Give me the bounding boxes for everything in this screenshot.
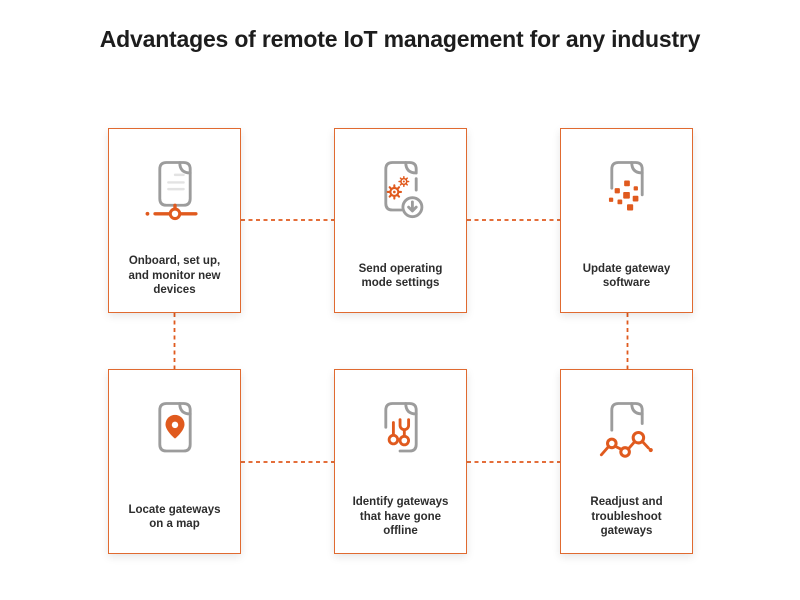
document-map-pin-icon: [137, 394, 213, 470]
card-identify-offline: Identify gateways that have gone offline: [334, 369, 467, 554]
document-gears-download-icon: [363, 153, 439, 229]
card-label: Readjust and troubleshoot gateways: [590, 496, 663, 538]
card-locate: Locate gateways on a map: [108, 369, 241, 554]
card-onboard: Onboard, set up, and monitor new devices: [108, 128, 241, 313]
document-pixels-icon: [589, 153, 665, 229]
document-line-chart-icon: [589, 394, 665, 470]
card-label: Update gateway software: [582, 262, 671, 289]
card-label: Locate gateways on a map: [128, 503, 221, 530]
document-network-node-icon: [137, 153, 213, 229]
card-label: Send operating mode settings: [358, 262, 443, 289]
document-tools-icon: [363, 394, 439, 470]
card-update-software: Update gateway software: [560, 128, 693, 313]
card-send-settings: Send operating mode settings: [334, 128, 467, 313]
card-label: Identify gateways that have gone offline: [352, 496, 449, 538]
card-readjust: Readjust and troubleshoot gateways: [560, 369, 693, 554]
card-label: Onboard, set up, and monitor new devices: [128, 255, 221, 297]
page-title: Advantages of remote IoT management for …: [99, 26, 701, 52]
